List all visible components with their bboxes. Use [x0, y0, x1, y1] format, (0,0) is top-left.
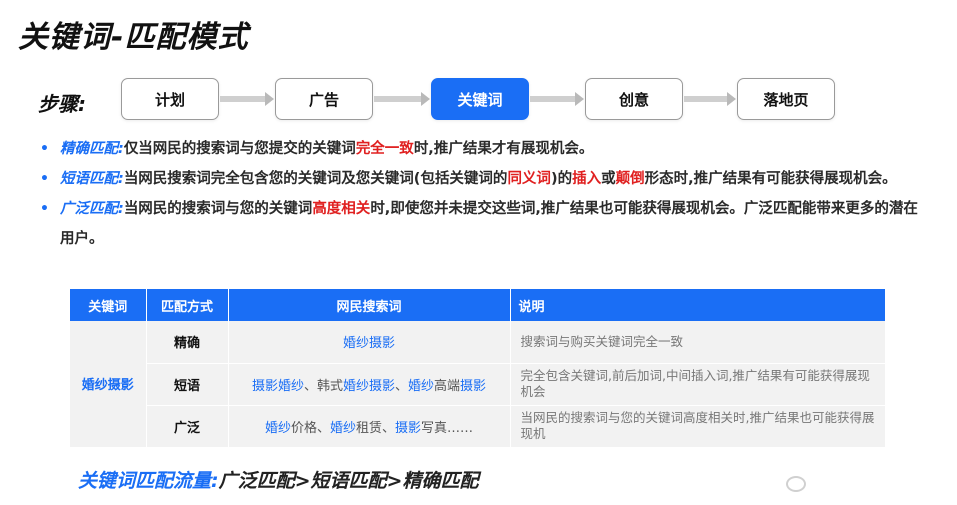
term-text: 、韩式 [303, 378, 343, 394]
description-cell: 搜索词与购买关键词完全一致 [510, 321, 886, 364]
flow-label: 关键词匹配流量: [78, 470, 219, 492]
table-row: 婚纱摄影 精确 婚纱摄影 搜索词与购买关键词完全一致 [70, 321, 886, 448]
mode-cell: 短语 [146, 363, 229, 406]
description-cell: 完全包含关键词,前后加词,中间插入词,推广结果有可能获得展现机会 [510, 363, 886, 406]
description-cell: 当网民的搜索词与您的关键词高度相关时,推广结果也可能获得展现机 [510, 405, 886, 448]
bullet-dot-icon: • [40, 201, 49, 217]
bullet-dot-icon: • [40, 171, 49, 187]
step-creative: 创意 [585, 78, 683, 120]
table-row: 短语 摄影婚纱、韩式婚纱摄影、婚纱高端摄影 完全包含关键词,前后加词,中间插入词… [70, 363, 886, 406]
header-search-terms: 网民搜索词 [228, 289, 511, 321]
match-definitions: • 精确匹配:仅当网民的搜索词与您提交的关键词完全一致时,推广结果才有展现机会。… [40, 134, 920, 254]
bullet-phrase: • 短语匹配:当网民搜索词完全包含您的关键词及您关键词(包括关键词的同义词)的插… [40, 164, 920, 194]
terms-cell: 婚纱价格、婚纱租赁、摄影写真…… [228, 405, 511, 448]
term-text: 高端 [434, 378, 461, 394]
bullet-dot-icon: • [40, 141, 49, 157]
arrow-icon [220, 92, 274, 106]
bullet-term: 广泛匹配: [60, 201, 124, 217]
bullet-text: 时,即使您并未提交这些词,推广结果也可能获得展现机会。广泛匹配能带来更多的潜在用… [60, 201, 918, 247]
step-ad: 广告 [275, 78, 373, 120]
term-text: 、 [394, 378, 408, 394]
match-table: 关键词 匹配方式 网民搜索词 说明 婚纱摄影 精确 婚纱摄影 搜索词与购买关键词… [70, 289, 886, 448]
wechat-icon [786, 476, 806, 492]
term-keyword: 摄影婚纱 [251, 378, 304, 394]
step-landing-page: 落地页 [737, 78, 835, 120]
bullet-highlight: 高度相关 [312, 201, 371, 217]
bullet-highlight: 完全一致 [355, 141, 414, 157]
term-keyword: 婚纱 [264, 420, 291, 436]
bullet-broad: • 广泛匹配:当网民的搜索词与您的关键词高度相关时,即使您并未提交这些词,推广结… [40, 194, 920, 254]
bullet-text: 时,推广结果才有展现机会。 [413, 141, 594, 157]
keyword-cell: 婚纱摄影 [70, 321, 147, 448]
bullet-highlight: 插入 [572, 171, 602, 187]
term-keyword: 摄影 [460, 378, 487, 394]
bullet-text: )的 [550, 171, 573, 187]
mode-cell: 精确 [146, 321, 229, 364]
term-keyword: 婚纱 [329, 420, 356, 436]
header-match-mode: 匹配方式 [146, 289, 229, 321]
step-plan: 计划 [121, 78, 219, 120]
terms-cell: 摄影婚纱、韩式婚纱摄影、婚纱高端摄影 [228, 363, 511, 406]
term-keyword: 摄影 [395, 420, 422, 436]
bullet-highlight: 颠倒 [615, 171, 645, 187]
bullet-term: 短语匹配: [60, 171, 124, 187]
steps-label: 步骤: [38, 92, 86, 116]
term-keyword: 婚纱摄影 [342, 378, 395, 394]
table-header-row: 关键词 匹配方式 网民搜索词 说明 [70, 289, 886, 321]
watermark [786, 476, 806, 492]
bullet-text: 形态时,推广结果有可能获得展现机会。 [644, 171, 897, 187]
arrow-icon [530, 92, 584, 106]
header-description: 说明 [510, 289, 886, 321]
bullet-text: 仅当网民的搜索词与您提交的关键词 [123, 141, 356, 157]
bullet-exact: • 精确匹配:仅当网民的搜索词与您提交的关键词完全一致时,推广结果才有展现机会。 [40, 134, 920, 164]
terms-cell: 婚纱摄影 [228, 321, 511, 364]
mode-cell: 广泛 [146, 405, 229, 448]
term-text: 租赁、 [356, 420, 396, 436]
term-text: 写真…… [421, 420, 474, 436]
step-keyword: 关键词 [431, 78, 529, 120]
match-traffic-summary: 关键词匹配流量:广泛匹配>短语匹配>精确匹配 [78, 466, 478, 493]
bullet-text: 或 [601, 171, 616, 187]
flow-text: 广泛匹配>短语匹配>精确匹配 [218, 470, 479, 492]
bullet-text: 当网民搜索词完全包含您的关键词及您关键词(包括关键词的 [123, 171, 508, 187]
term-keyword: 婚纱 [408, 378, 435, 394]
page-title: 关键词-匹配模式 [18, 20, 249, 55]
arrow-icon [684, 92, 736, 106]
arrow-icon [374, 92, 430, 106]
bullet-text: 当网民的搜索词与您的关键词 [123, 201, 313, 217]
header-keyword: 关键词 [70, 289, 147, 321]
bullet-highlight: 同义词 [507, 171, 551, 187]
table-row: 广泛 婚纱价格、婚纱租赁、摄影写真…… 当网民的搜索词与您的关键词高度相关时,推… [70, 405, 886, 448]
bullet-term: 精确匹配: [60, 141, 124, 157]
term-keyword: 婚纱摄影 [342, 336, 395, 352]
term-text: 价格、 [290, 420, 330, 436]
